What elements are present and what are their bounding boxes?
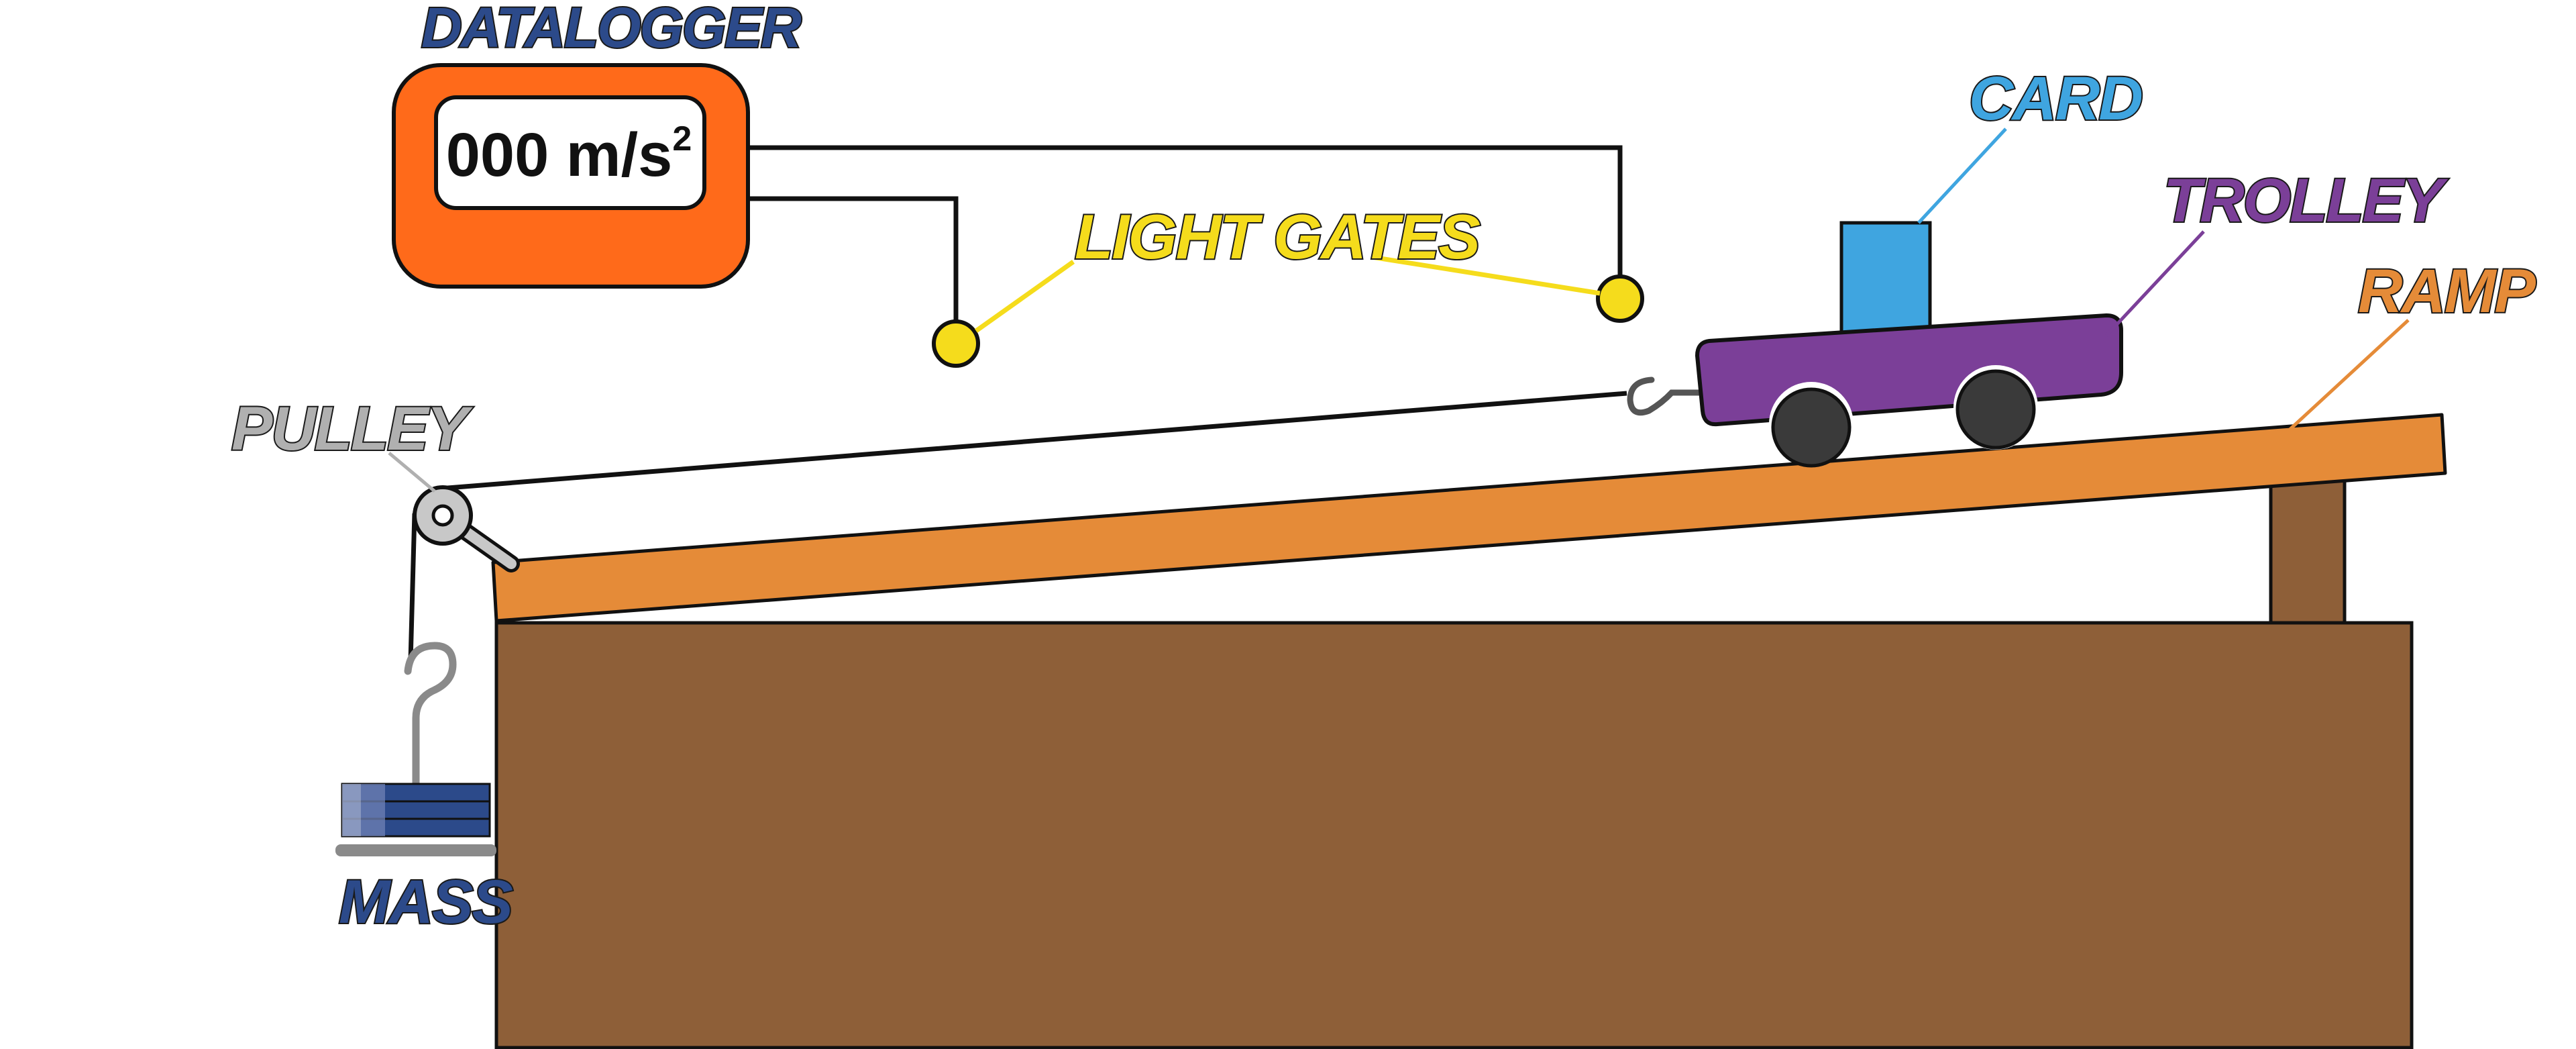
trolley-wheels <box>1769 365 2038 468</box>
datalogger: 000 m/s2 <box>392 63 750 289</box>
label-card: CARD <box>1969 64 2142 133</box>
leader-light-gates-1 <box>974 260 1075 333</box>
datalogger-readout: 000 m/s2 <box>446 119 692 189</box>
readout-unit: m/s <box>566 121 673 189</box>
leader-trolley <box>2105 230 2205 337</box>
label-light-gates: LIGHT GATES <box>1075 201 1480 272</box>
trolley-hook <box>1627 377 1707 416</box>
trolley-body <box>1695 313 2123 427</box>
light-gate-icon <box>932 319 980 368</box>
pulley-icon <box>413 485 473 546</box>
ramp-support <box>2269 468 2347 625</box>
cable-gate-1 <box>748 196 959 342</box>
leader-ramp <box>2286 319 2410 433</box>
leader-pulley <box>388 452 436 493</box>
label-ramp: RAMP <box>2358 257 2536 326</box>
string <box>439 391 1627 491</box>
slotted-mass-icon <box>335 783 496 856</box>
label-pulley: PULLEY <box>231 395 474 463</box>
string-hanging <box>408 513 417 662</box>
label-mass: MASS <box>339 868 513 936</box>
readout-exponent: 2 <box>672 119 692 158</box>
ramp <box>491 413 2447 623</box>
light-gate-icon <box>1596 274 1644 323</box>
leader-light-gates-2 <box>1371 254 1601 296</box>
hanger-hook <box>404 642 457 788</box>
bench <box>494 621 2414 1049</box>
card <box>1839 221 1932 339</box>
label-trolley: TROLLEY <box>2163 166 2449 235</box>
cable-gate-2 <box>748 145 1623 299</box>
readout-value: 000 <box>446 121 549 189</box>
leader-card <box>1917 128 2007 224</box>
label-datalogger: DATALOGGER <box>421 0 802 59</box>
